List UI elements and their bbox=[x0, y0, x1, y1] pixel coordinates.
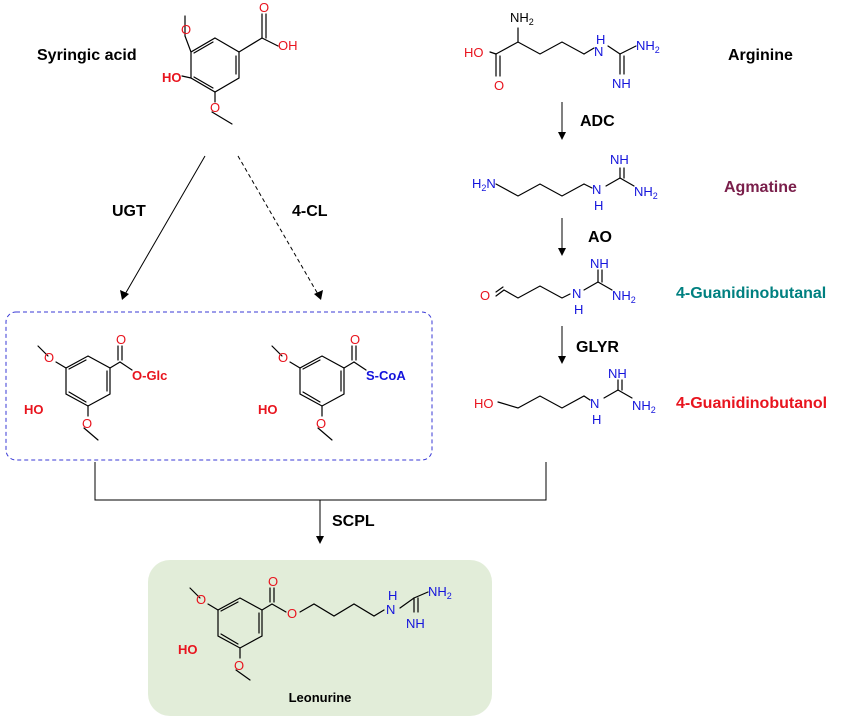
syringic-acid-label: Syringic acid bbox=[37, 47, 137, 64]
arginine-structure bbox=[489, 27, 637, 77]
glucosyl-ester-structure bbox=[37, 345, 133, 441]
agmatine-nh-top: NH bbox=[610, 152, 629, 167]
arginine-n: N bbox=[594, 44, 603, 59]
agmatine-structure bbox=[495, 167, 635, 197]
leonurine-o-carbonyl: O bbox=[268, 574, 278, 589]
leonurine-box bbox=[148, 560, 492, 716]
leonurine-h: H bbox=[388, 588, 397, 603]
leonurine-o-top: O bbox=[196, 592, 206, 607]
guanidinobutanol-n: N bbox=[590, 396, 599, 411]
agmatine-label: Agmatine bbox=[724, 179, 797, 196]
arginine-o: O bbox=[494, 78, 504, 93]
guanidinobutanal-o: O bbox=[480, 288, 490, 303]
scpl-label: SCPL bbox=[332, 513, 375, 530]
ao-arrowhead bbox=[558, 248, 566, 256]
guanidinobutanol-nh-top: NH bbox=[608, 366, 627, 381]
four-cl-arrow bbox=[237, 155, 320, 297]
agmatine-h2n: H2N bbox=[472, 176, 496, 193]
guanidinobutanal-nh2: NH2 bbox=[612, 288, 636, 305]
glc-ester-o-top: O bbox=[44, 350, 54, 365]
coa-ester-o-carbonyl: O bbox=[350, 332, 360, 347]
leonurine-ho: HO bbox=[178, 642, 198, 657]
coa-ester-s-coa: S-CoA bbox=[366, 368, 406, 383]
leonurine-nh: NH bbox=[406, 616, 425, 631]
arginine-label: Arginine bbox=[728, 47, 793, 64]
guanidinobutanal-h: H bbox=[574, 302, 583, 317]
glc-ester-o-bottom: O bbox=[82, 416, 92, 431]
four-cl-arrowhead bbox=[314, 290, 323, 300]
ugt-arrow bbox=[123, 155, 206, 297]
guanidinobutanal-nh-top: NH bbox=[590, 256, 609, 271]
four-cl-label: 4-CL bbox=[292, 203, 328, 220]
coa-ester-o-bottom: O bbox=[316, 416, 326, 431]
leonurine-o-ester: O bbox=[287, 606, 297, 621]
guanidinobutanol-structure bbox=[497, 379, 633, 409]
glyr-arrowhead bbox=[558, 356, 566, 364]
glc-ester-o-glc: O-Glc bbox=[132, 368, 167, 383]
arginine-ho: HO bbox=[464, 45, 484, 60]
syringic-oh: OH bbox=[278, 38, 298, 53]
syringic-o-top: O bbox=[181, 22, 191, 37]
leonurine-n: N bbox=[386, 602, 395, 617]
glc-ester-o-carbonyl: O bbox=[116, 332, 126, 347]
adc-arrowhead bbox=[558, 132, 566, 140]
glyr-label: GLYR bbox=[576, 339, 619, 356]
arginine-nh: NH bbox=[612, 76, 631, 91]
guanidinobutanal-n: N bbox=[572, 286, 581, 301]
syringic-ho: HO bbox=[162, 70, 182, 85]
syringic-acid-structure bbox=[181, 13, 279, 125]
intermediates-box bbox=[5, 311, 433, 461]
arginine-h: H bbox=[596, 32, 605, 47]
arginine-nh2: NH2 bbox=[636, 38, 660, 55]
leonurine-structure bbox=[189, 587, 429, 681]
adc-label: ADC bbox=[580, 113, 615, 130]
coa-ester-ho: HO bbox=[258, 402, 278, 417]
agmatine-h: H bbox=[594, 198, 603, 213]
guanidinobutanol-ho: HO bbox=[474, 396, 494, 411]
guanidinobutanol-label: 4-Guanidinobutanol bbox=[676, 395, 827, 412]
glc-ester-ho: HO bbox=[24, 402, 44, 417]
scpl-arrowhead bbox=[316, 536, 324, 544]
ao-label: AO bbox=[588, 229, 612, 246]
guanidinobutanal-label: 4-Guanidinobutanal bbox=[676, 285, 826, 302]
agmatine-n: N bbox=[592, 182, 601, 197]
guanidinobutanol-nh2: NH2 bbox=[632, 398, 656, 415]
ugt-label: UGT bbox=[112, 203, 146, 220]
coa-thioester-structure bbox=[271, 345, 367, 441]
guanidinobutanol-h: H bbox=[592, 412, 601, 427]
syringic-o-carbonyl: O bbox=[259, 0, 269, 15]
leonurine-label: Leonurine bbox=[289, 690, 352, 705]
merge-bracket bbox=[94, 462, 547, 501]
agmatine-nh2: NH2 bbox=[634, 184, 658, 201]
leonurine-nh2: NH2 bbox=[428, 584, 452, 601]
ugt-arrowhead bbox=[120, 290, 129, 300]
leonurine-o-bottom: O bbox=[234, 658, 244, 673]
syringic-o-bottom: O bbox=[210, 100, 220, 115]
arginine-nh2-top: NH2 bbox=[510, 10, 534, 27]
coa-ester-o-top: O bbox=[278, 350, 288, 365]
guanidinobutanal-structure bbox=[495, 269, 613, 299]
